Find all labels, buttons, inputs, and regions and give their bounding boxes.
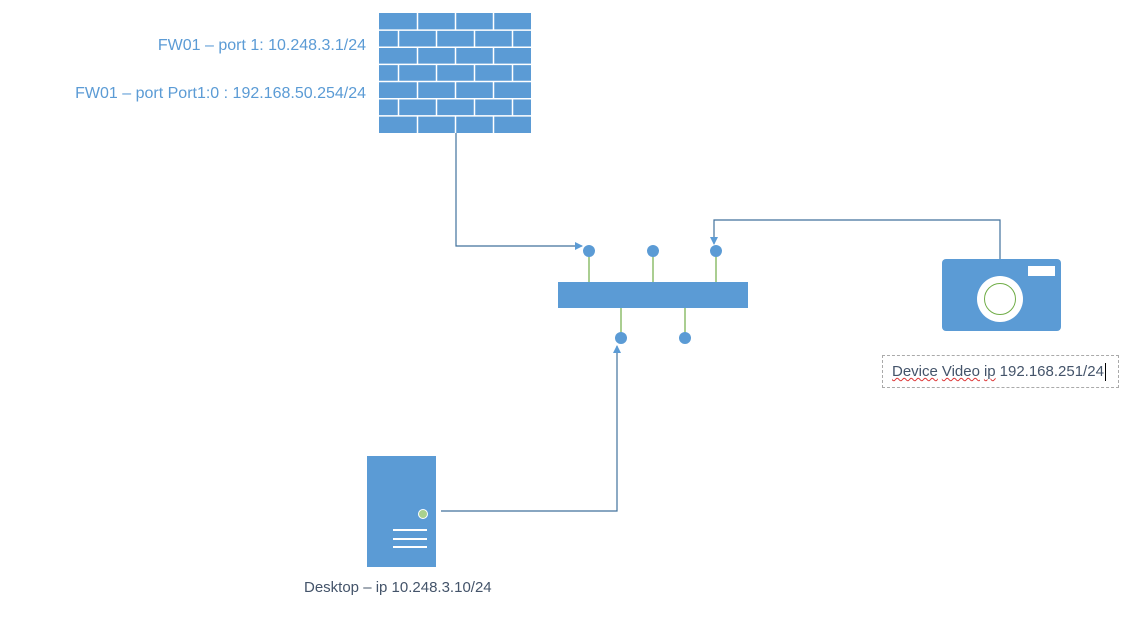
firewall-port1-0-label: FW01 – port Port1:0 : 192.168.50.254/24 — [75, 85, 366, 102]
desktop-label: Desktop – ip 10.248.3.10/24 — [304, 579, 492, 596]
switch-port[interactable] — [679, 332, 691, 344]
camera-label-textbox[interactable]: Device Video ip 192.168.251/24 — [882, 355, 1119, 388]
desktop-tower-icon[interactable] — [367, 456, 436, 567]
switch-port[interactable] — [615, 332, 627, 344]
switch-port[interactable] — [647, 245, 659, 257]
switch-icon[interactable] — [558, 245, 748, 344]
camera-label-word: Video — [941, 363, 980, 380]
switch-port[interactable] — [583, 245, 595, 257]
camera-label-word: ip — [983, 363, 996, 380]
firewall-icon[interactable] — [379, 13, 531, 133]
switch-port[interactable] — [710, 245, 722, 257]
camera-icon[interactable] — [942, 259, 1061, 331]
firewall-port1-label: FW01 – port 1: 10.248.3.1/24 — [157, 37, 366, 54]
camera-label-ip: 192.168.251/24 — [999, 363, 1104, 380]
connector-desktop-switch[interactable] — [441, 345, 621, 512]
connector-firewall-switch[interactable] — [455, 133, 583, 250]
connector-camera-switch[interactable] — [710, 219, 1001, 259]
text-cursor — [1104, 362, 1106, 381]
camera-label-word: Device — [892, 363, 938, 380]
